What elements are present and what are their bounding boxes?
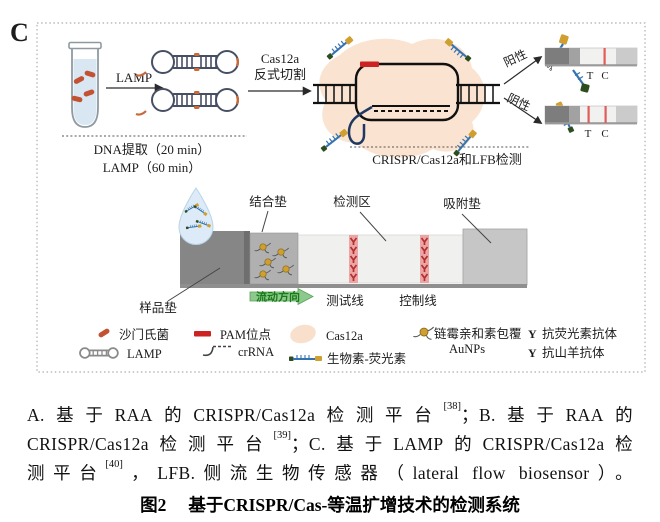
note-line-2: CRISPR/Cas12a检测平台[39]；C.基于LAMP的CRISPR/Ca…	[27, 430, 633, 459]
note-ref-40: [40]	[105, 459, 123, 471]
test-line-band	[348, 234, 359, 284]
legend-reporter-icon	[289, 355, 322, 361]
note-3-text-b: ，LFB.侧流生物传感器（lateral flow biosensor）。	[122, 463, 634, 483]
lamp-arrow: LAMP	[106, 70, 164, 93]
legend-pam-icon	[194, 331, 211, 337]
legend-anti-goat-icon: Y	[528, 346, 537, 360]
cas12a-cleavage-arrow: Cas12a 反式切割	[248, 51, 312, 96]
cas-arrow-label-2: 反式切割	[254, 67, 306, 82]
figure-diagram: C LAMP DNA提取（20 min） LAMP（60 min） Cas12a…	[10, 18, 646, 373]
legend-reporter-label: 生物素-荧光素	[327, 352, 406, 366]
conjugate-pad-label: 结合垫	[249, 194, 287, 209]
positive-strip-t: T	[587, 70, 594, 82]
note-1-text: A.基于RAA的CRISPR/Cas12a检测平台	[27, 405, 444, 425]
legend-anti-fluorescein-icon: Y	[528, 327, 537, 341]
note-ref-38: [38]	[443, 401, 462, 413]
test-line-label: 测试线	[326, 293, 364, 308]
negative-strip: T C	[544, 105, 638, 140]
result-arrows: 阳性 阴性	[501, 47, 543, 124]
legend-salmonella-icon	[98, 328, 110, 338]
note-2-text: CRISPR/Cas12a检测平台	[27, 434, 274, 454]
note-3-text: 测平台	[27, 463, 106, 483]
cas12a-protein-blob	[319, 38, 485, 158]
legend-aunp-label-1: 链霉亲和素包覆	[434, 326, 522, 341]
positive-label: 阳性	[501, 47, 529, 70]
legend-salmonella-label: 沙门氏菌	[119, 327, 169, 342]
sample-tube	[68, 41, 102, 128]
lfb-labels	[167, 210, 492, 302]
legend-anti-goat-label: 抗山羊抗体	[542, 345, 605, 360]
absorbent-pad-label: 吸附垫	[443, 196, 481, 211]
sample-droplet	[178, 187, 214, 245]
figure-title: 图2 基于CRISPR/Cas-等温扩增技术的检测系统	[27, 492, 633, 517]
legend-aunp-icon	[412, 326, 435, 340]
step2-label: CRISPR/Cas12a和LFB检测	[372, 152, 522, 167]
sample-pad-label: 样品垫	[139, 300, 177, 315]
positive-strip: T C	[544, 47, 638, 82]
legend-aunp-label-2: AuNPs	[449, 342, 485, 356]
legend-crrna-icon	[202, 345, 233, 357]
legend-lamp-label: LAMP	[127, 347, 162, 361]
legend-cas12a-icon	[290, 324, 316, 344]
detection-zone-label: 检测区	[333, 194, 371, 209]
negative-strip-t: T	[585, 128, 592, 140]
cas12a-complex	[313, 33, 500, 158]
panel-border	[36, 22, 646, 373]
panel-label: C	[10, 18, 29, 47]
negative-strip-c: C	[601, 128, 608, 140]
legend: 沙门氏菌 PAM位点 Cas12a LAMP crRNA	[79, 324, 618, 366]
lfb-strip	[180, 228, 528, 288]
lamp-amplicons	[135, 49, 240, 116]
figure-title-text: 基于CRISPR/Cas-等温扩增技术的检测系统	[188, 495, 520, 515]
step1-time-1: DNA提取（20 min）	[94, 142, 211, 157]
flow-direction-arrow: 流动方向	[249, 287, 314, 306]
negative-label: 阴性	[505, 91, 533, 114]
note-1-text-b: ；B.基于RAA的	[461, 405, 633, 425]
positive-strip-c: C	[601, 70, 608, 82]
figure-note: A.基于RAA的CRISPR/Cas12a检测平台[38]；B.基于RAA的 C…	[0, 397, 660, 517]
legend-pam-label: PAM位点	[220, 327, 271, 342]
note-line-3: 测平台[40]，LFB.侧流生物传感器（lateral flow biosens…	[27, 459, 633, 488]
legend-cas12a-label: Cas12a	[326, 329, 363, 343]
crrna	[347, 105, 373, 145]
absorbent-pad	[462, 228, 528, 286]
legend-lamp-icon	[79, 347, 119, 359]
cas-arrow-label-1: Cas12a	[261, 51, 300, 66]
figure-number: 图2	[140, 495, 167, 515]
conjugate-pad	[249, 232, 299, 285]
note-2-text-b: ；C.基于LAMP的CRISPR/Cas12a检	[290, 434, 633, 454]
step1-time-2: LAMP（60 min）	[103, 160, 202, 175]
control-line-band	[419, 234, 430, 284]
note-line-1: A.基于RAA的CRISPR/Cas12a检测平台[38]；B.基于RAA的	[27, 401, 633, 430]
lamp-arrow-label: LAMP	[116, 70, 152, 85]
pam-site	[360, 61, 379, 67]
salmonella-cells	[71, 70, 96, 103]
note-ref-39: [39]	[273, 430, 291, 442]
control-line-label: 控制线	[399, 294, 437, 308]
legend-crrna-label: crRNA	[238, 345, 274, 359]
legend-anti-fluorescein-label: 抗荧光素抗体	[542, 326, 618, 341]
flow-direction-label: 流动方向	[256, 290, 300, 304]
